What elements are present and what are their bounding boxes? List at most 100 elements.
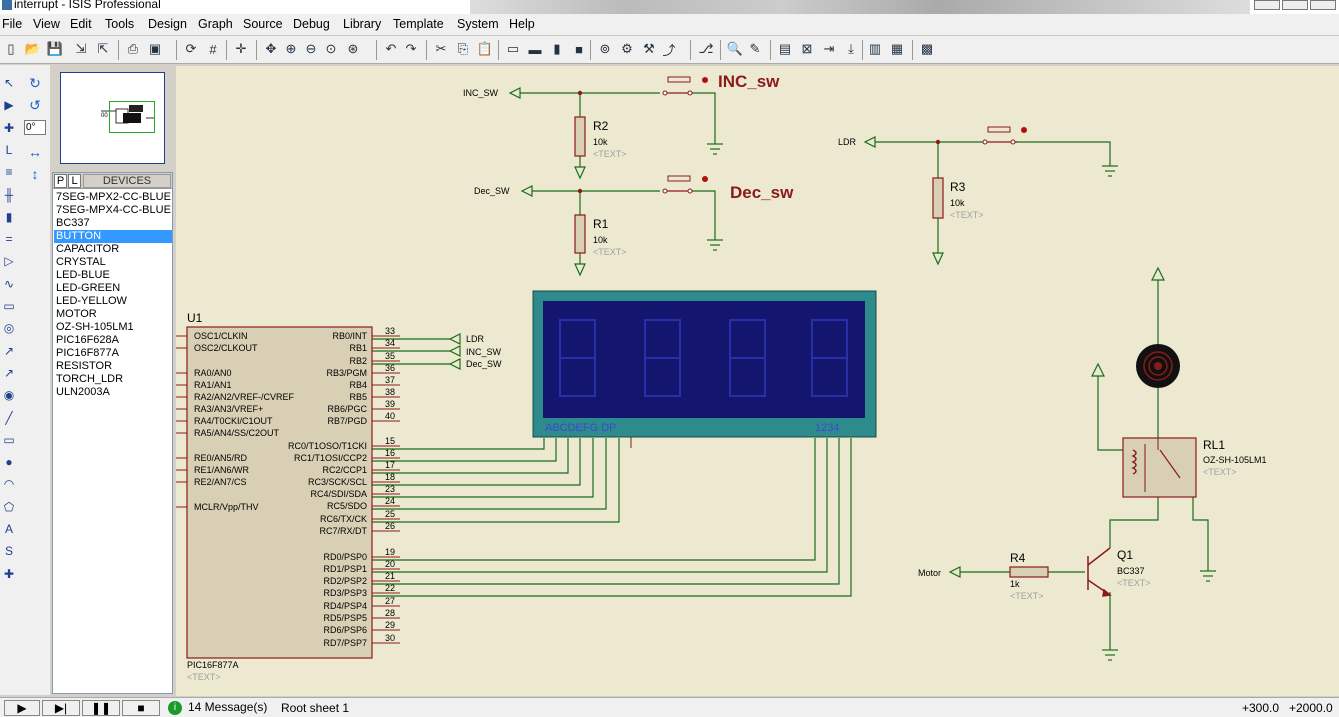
bus-icon[interactable]: ╫	[4, 187, 14, 202]
minimize-button[interactable]	[1254, 0, 1280, 10]
pan-icon[interactable]: ✥	[265, 41, 277, 56]
mirror-x-icon[interactable]: ↔	[28, 144, 42, 160]
circle-icon[interactable]: ●	[5, 455, 13, 470]
menu-design[interactable]: Design	[148, 17, 187, 31]
menu-system[interactable]: System	[457, 17, 499, 31]
junction-icon[interactable]: ✚	[3, 120, 15, 135]
device-list-item[interactable]: MOTOR	[56, 308, 97, 320]
zoom-all-icon[interactable]: ⊙	[325, 41, 337, 56]
select-icon[interactable]: ↖	[3, 76, 15, 90]
netlist-icon[interactable]: ▩	[920, 41, 934, 56]
ldr-switch[interactable]	[982, 126, 1027, 145]
zoom-child-icon[interactable]: ⤓	[848, 41, 854, 56]
motor[interactable]	[1136, 344, 1180, 388]
component-icon[interactable]: ▶	[4, 98, 14, 113]
library-manager-button[interactable]: L	[68, 174, 81, 188]
print-icon[interactable]: ⎙	[127, 41, 139, 56]
rotate-anticlockwise-icon[interactable]: ↺	[29, 96, 41, 113]
line-icon[interactable]: ╱	[5, 410, 13, 425]
block-copy-icon[interactable]: ▭	[506, 41, 520, 56]
print-area-icon[interactable]: ▣	[148, 41, 162, 56]
rotation-angle-input[interactable]	[24, 120, 46, 135]
dec-switch[interactable]	[662, 175, 708, 194]
device-list-item[interactable]: PIC16F877A	[56, 347, 119, 359]
symbol-icon[interactable]: S	[4, 544, 13, 559]
decompose-icon[interactable]: ⤴	[662, 42, 676, 58]
inc-switch[interactable]	[662, 76, 708, 96]
transistor-q1[interactable]	[1087, 547, 1112, 597]
make-device-icon[interactable]: ⚙	[621, 41, 633, 56]
menu-template[interactable]: Template	[393, 17, 444, 31]
export-icon[interactable]: ⇱	[97, 41, 109, 56]
relay-rl1[interactable]	[1122, 437, 1197, 498]
redraw-icon[interactable]: ⟳	[185, 41, 197, 56]
pick-device-icon[interactable]: ⊚	[599, 41, 611, 56]
erc-icon[interactable]: ▦	[890, 41, 904, 56]
device-list-item[interactable]: OZ-SH-105LM1	[56, 321, 134, 333]
new-icon[interactable]: ▯	[7, 41, 15, 56]
virtual-instrument-icon[interactable]: ◉	[3, 388, 15, 403]
device-list-item[interactable]: ULN2003A	[56, 386, 110, 398]
goto-sheet-icon[interactable]: ⇥	[823, 41, 835, 56]
device-list-item[interactable]: BUTTON	[54, 230, 172, 243]
import-icon[interactable]: ⇲	[75, 41, 87, 56]
path-icon[interactable]: ⬠	[3, 499, 15, 514]
stop-button[interactable]: ■	[122, 700, 160, 716]
redo-icon[interactable]: ↷	[405, 41, 417, 56]
rotate-clockwise-icon[interactable]: ↻	[29, 74, 41, 91]
open-icon[interactable]: 📂	[24, 41, 42, 56]
menu-help[interactable]: Help	[509, 17, 535, 31]
device-list-item[interactable]: 7SEG-MPX2-CC-BLUE	[56, 191, 171, 203]
save-icon[interactable]: 💾	[46, 41, 64, 56]
tape-icon[interactable]: ▭	[3, 299, 15, 313]
device-list-item[interactable]: LED-YELLOW	[56, 295, 127, 307]
pin-icon[interactable]: ▷	[4, 254, 14, 269]
graph-icon[interactable]: ∿	[3, 276, 15, 291]
u1-chip[interactable]	[186, 326, 373, 659]
zoom-out-icon[interactable]: ⊖	[305, 41, 317, 56]
text-script-icon[interactable]: ≡	[5, 165, 13, 180]
terminal-icon[interactable]: =	[5, 232, 13, 247]
zoom-area-icon[interactable]: ⊛	[347, 41, 359, 56]
menu-graph[interactable]: Graph	[198, 17, 233, 31]
subcircuit-icon[interactable]: ▮	[5, 209, 13, 224]
device-list-item[interactable]: LED-BLUE	[56, 269, 110, 281]
maximize-button[interactable]	[1282, 0, 1308, 10]
menu-file[interactable]: File	[2, 17, 23, 31]
device-list-item[interactable]: 7SEG-MPX4-CC-BLUE	[56, 204, 171, 216]
new-sheet-icon[interactable]: ▤	[778, 41, 792, 56]
pause-button[interactable]: ❚❚	[82, 700, 120, 716]
zoom-in-icon[interactable]: ⊕	[285, 41, 297, 56]
close-button[interactable]	[1310, 0, 1336, 10]
wire-label-icon[interactable]: L	[5, 142, 13, 157]
undo-icon[interactable]: ↶	[385, 41, 397, 56]
message-count[interactable]: 14 Message(s)	[188, 700, 268, 714]
step-button[interactable]: ▶|	[42, 700, 80, 716]
cut-icon[interactable]: ✂	[435, 41, 447, 56]
wire-autorouter-icon[interactable]: ⎇	[698, 41, 714, 56]
menu-tools[interactable]: Tools	[105, 17, 135, 31]
device-list-item[interactable]: LED-GREEN	[56, 282, 121, 294]
block-move-icon[interactable]: ▬	[528, 41, 542, 57]
generator-icon[interactable]: ◎	[3, 321, 15, 336]
device-list-item[interactable]: TORCH_LDR	[56, 373, 124, 385]
block-delete-icon[interactable]: ■	[575, 41, 583, 57]
origin-icon[interactable]: ✛	[235, 41, 247, 56]
text-icon[interactable]: A	[4, 522, 13, 536]
menu-edit[interactable]: Edit	[70, 17, 92, 31]
voltage-probe-icon[interactable]: ↗	[3, 343, 15, 358]
overview-window[interactable]: 00	[60, 72, 165, 164]
menu-library[interactable]: Library	[343, 17, 382, 31]
arc-icon[interactable]: ◠	[3, 477, 15, 492]
device-list-item[interactable]: CRYSTAL	[56, 256, 106, 268]
property-assign-icon[interactable]: ✎	[749, 41, 761, 56]
paste-icon[interactable]: 📋	[476, 41, 494, 56]
box-icon[interactable]: ▭	[3, 432, 15, 447]
menu-source[interactable]: Source	[243, 17, 283, 31]
device-list-item[interactable]: BC337	[56, 217, 90, 229]
device-list-item[interactable]: CAPACITOR	[56, 243, 120, 255]
menu-debug[interactable]: Debug	[293, 17, 330, 31]
bom-icon[interactable]: ▥	[868, 41, 882, 56]
device-list-item[interactable]: RESISTOR	[56, 360, 113, 372]
